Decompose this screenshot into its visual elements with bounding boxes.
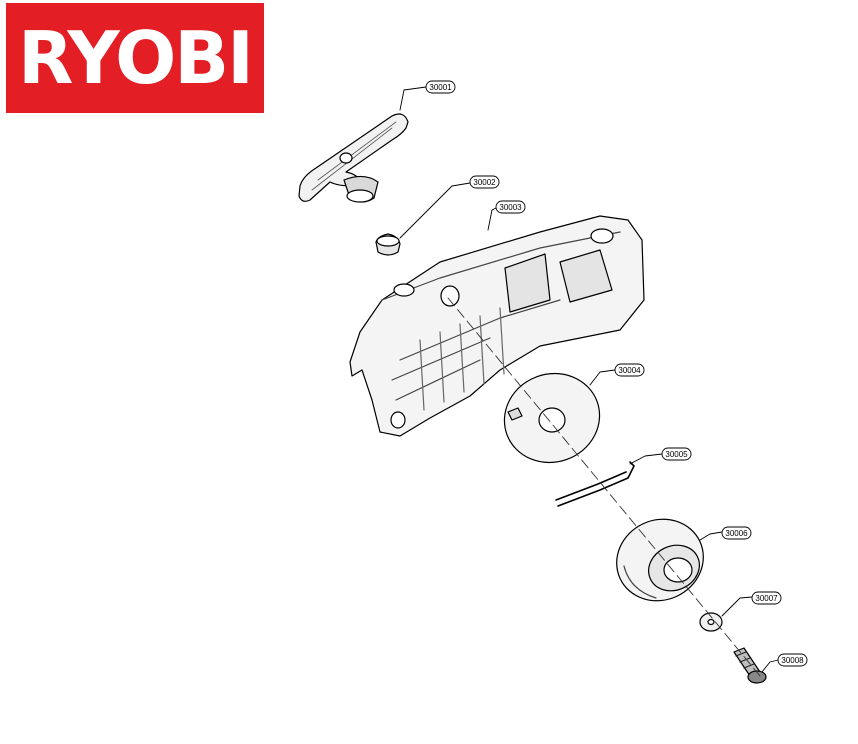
spring-part [555, 461, 635, 507]
callout-30005: 30005 [661, 447, 692, 461]
callout-label: 30007 [755, 594, 778, 603]
leader-lines [399, 86, 779, 673]
ryobi-logo: RYOBI [6, 3, 264, 113]
callout-30006: 30006 [721, 526, 752, 540]
starter-handle-part [298, 113, 409, 203]
callout-30008: 30008 [777, 653, 808, 667]
logo-background [6, 3, 264, 113]
callout-label: 30001 [429, 83, 452, 92]
screw-part [733, 647, 767, 684]
pulley-part [616, 518, 704, 602]
callout-label: 30003 [499, 203, 522, 212]
callout-30002: 30002 [469, 175, 500, 189]
callout-30003: 30003 [495, 200, 526, 214]
assembly-axis [447, 297, 761, 677]
callout-label: 30004 [618, 366, 641, 375]
callout-30007: 30007 [751, 591, 782, 605]
callout-30001: 30001 [425, 80, 456, 94]
starter-housing-part [349, 215, 645, 437]
callout-label: 30008 [781, 656, 804, 665]
callout-30004: 30004 [614, 363, 645, 377]
washer-part [699, 612, 723, 632]
plate-part [503, 372, 601, 464]
callout-label: 30006 [725, 529, 748, 538]
callout-label: 30005 [665, 450, 688, 459]
callout-label: 30002 [473, 178, 496, 187]
logo-wordmark: RYOBI [18, 16, 254, 100]
plug-part [375, 233, 401, 256]
